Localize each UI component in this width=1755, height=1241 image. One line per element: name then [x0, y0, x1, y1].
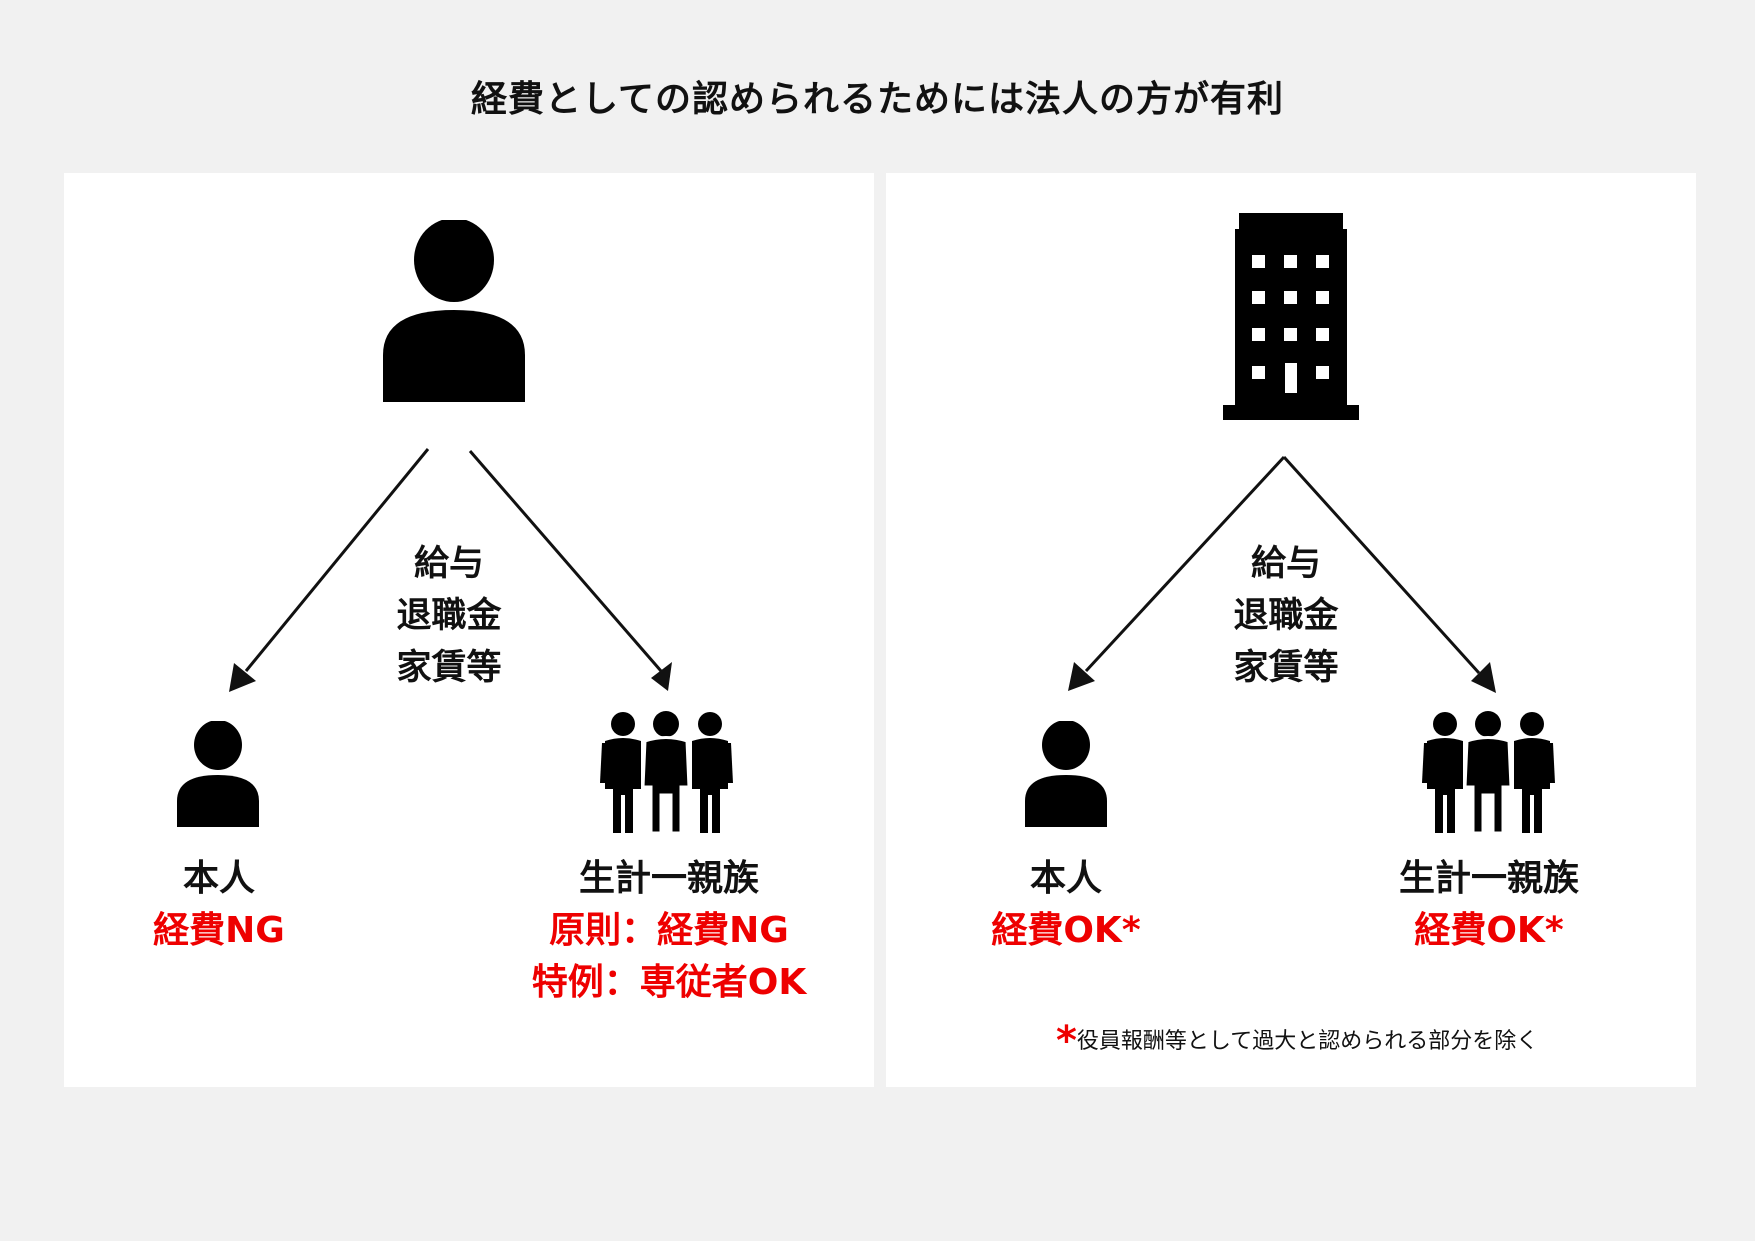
flow-line-salary: 給与	[413, 544, 484, 584]
family-node-label: 生計一親族 経費OK*	[1354, 853, 1624, 957]
self-result: 経費OK*	[991, 910, 1141, 951]
footnote-mark: *	[1056, 1018, 1077, 1064]
flow-line-salary: 給与	[1250, 544, 1321, 584]
flow-line-retirement: 退職金	[396, 596, 502, 636]
self-name: 本人	[1029, 858, 1102, 899]
individual-panel: 給与 退職金 家賃等 本人 経費NG 生計一親族 原則：	[64, 173, 874, 1087]
self-result: 経費NG	[153, 910, 285, 951]
arrow-to-self	[1068, 455, 1286, 691]
flow-arrows	[229, 448, 672, 692]
family-name: 生計一親族	[578, 858, 759, 899]
building-icon	[1223, 213, 1359, 420]
footnote-text: 役員報酬等として過大と認められる部分を除く	[1076, 1029, 1539, 1054]
group-icon	[1421, 711, 1556, 833]
self-node-label: 本人 経費OK*	[966, 853, 1166, 957]
family-name: 生計一親族	[1398, 858, 1579, 899]
flow-line-rent: 家賃等	[396, 648, 502, 688]
person-icon	[383, 220, 525, 402]
self-node-label: 本人 経費NG	[124, 853, 314, 957]
person-icon	[1025, 721, 1107, 827]
corporation-panel: 給与 退職金 家賃等 本人 経費OK* 生計一親族 経費	[886, 173, 1696, 1087]
arrow-to-self	[229, 448, 430, 692]
flow-line-rent: 家賃等	[1233, 648, 1339, 688]
family-result: 経費OK*	[1414, 910, 1564, 951]
person-icon	[177, 721, 259, 827]
family-node-label: 生計一親族 原則：経費NG 特例：専従者OK	[524, 853, 814, 1009]
arrow-to-family	[468, 450, 672, 691]
arrow-to-family	[1282, 455, 1496, 693]
family-result-principle: 原則：経費NG	[549, 910, 789, 951]
flow-label: 給与 退職金 家賃等	[339, 538, 559, 694]
flow-arrows	[1068, 455, 1496, 693]
page-title: 経費としての認められるためには法人の方が有利	[471, 79, 1284, 120]
self-name: 本人	[182, 858, 255, 899]
flow-label: 給与 退職金 家賃等	[1176, 538, 1396, 694]
family-result-exception: 特例：専従者OK	[531, 962, 807, 1003]
flow-line-retirement: 退職金	[1233, 596, 1339, 636]
footnote: *役員報酬等として過大と認められる部分を除く	[1056, 1018, 1538, 1064]
group-icon	[599, 711, 734, 833]
